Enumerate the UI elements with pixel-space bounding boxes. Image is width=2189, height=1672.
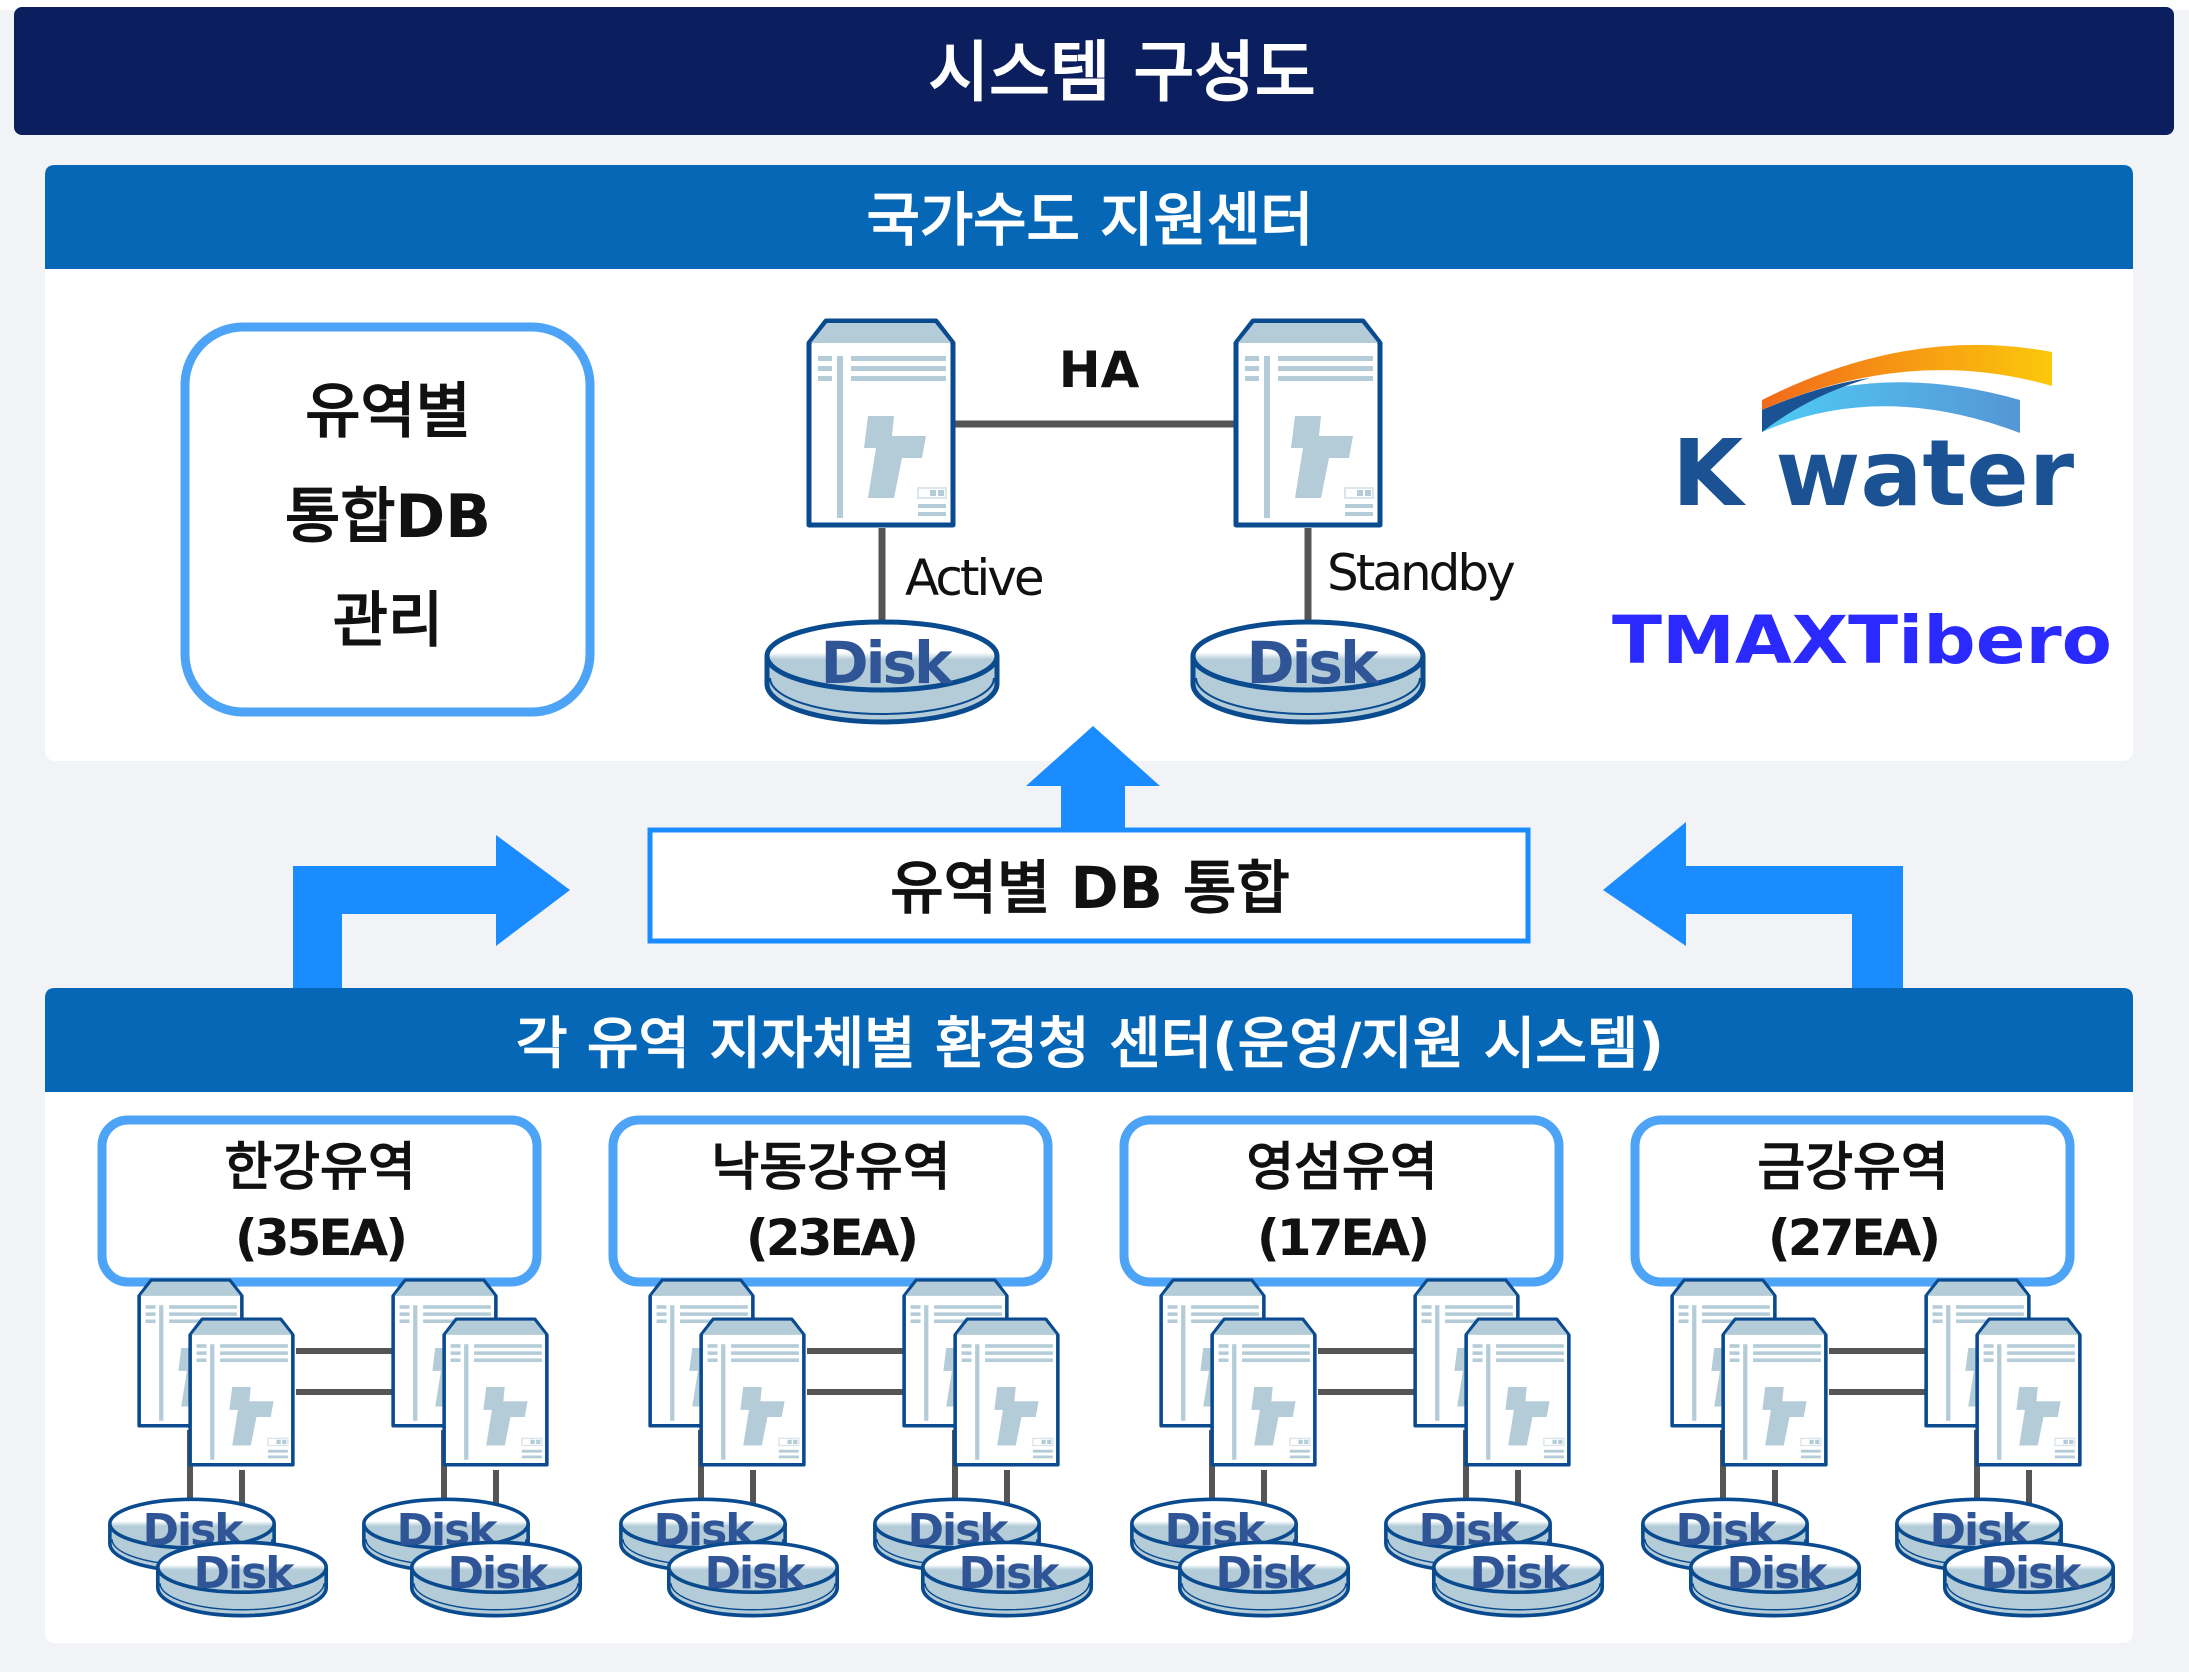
region-name: 금강유역 [1757,1138,1948,1198]
standby-server-icon [1236,321,1380,525]
server-icon [188,1317,295,1467]
left-to-center-arrow-icon [293,835,570,988]
region-box [97,1115,542,1287]
active-label: Active [905,549,1043,607]
title-bar [14,7,2174,135]
right-to-center-arrow-icon [1603,822,1903,988]
integrated-db-line-2: 통합DB [285,482,491,552]
server-icon [1721,1317,1828,1467]
server-icon [953,1317,1060,1467]
region-count: (27EA) [1768,1209,1938,1267]
disk-label: Disk [447,1548,550,1599]
integration-label: 유역별 DB 통합 [890,854,1290,922]
region-box [608,1115,1053,1287]
ha-label: HA [1059,341,1140,399]
region-count: (23EA) [746,1209,916,1267]
disk-label: Disk [1215,1548,1318,1599]
active-disk-label: Disk [820,629,954,697]
disk-label: Disk [1980,1548,2083,1599]
integrated-db-box [180,322,595,717]
standby-label: Standby [1327,544,1515,602]
server-icon [699,1317,806,1467]
bottom-panel: 각 유역 지자체별 환경청 센터(운영/지원 시스템) 한강유역 (35EA) Di… [45,988,2133,1643]
active-server-icon [809,321,953,525]
region-box [1630,1115,2075,1287]
server-icon [1464,1317,1571,1467]
integrated-db-line-1: 유역별 [305,377,471,447]
disk-label: Disk [1726,1548,1829,1599]
tibero-logo: TMAXTibero [1612,602,2112,679]
standby-disk-label: Disk [1246,629,1380,697]
server-icon [1210,1317,1317,1467]
top-panel: 국가수도 지원센터 유역별 통합DB 관리 HA Active Standby … [45,165,2133,761]
region-name: 영섬유역 [1246,1138,1437,1198]
up-arrow-icon [1026,726,1160,831]
page-title: 시스템 구성도 [928,34,1315,111]
bottom-panel-header: 각 유역 지자체별 환경청 센터(운영/지원 시스템) [516,1012,1664,1077]
disk-label: Disk [958,1548,1061,1599]
region-name: 한강유역 [224,1138,415,1198]
region-box [1119,1115,1564,1287]
integration-box [647,827,1531,944]
top-panel-header: 국가수도 지원센터 [866,186,1313,254]
server-icon [1975,1317,2082,1467]
disk-label: Disk [1469,1548,1572,1599]
disk-label: Disk [193,1548,296,1599]
region-count: (35EA) [235,1209,405,1267]
kwater-logo-text: K water [1672,420,2075,527]
region-count: (17EA) [1257,1209,1427,1267]
disk-label: Disk [704,1548,807,1599]
integrated-db-line-3: 관리 [333,586,443,656]
server-icon [442,1317,549,1467]
region-name: 낙동강유역 [711,1138,950,1198]
kwater-logo: K water [1672,344,2075,527]
